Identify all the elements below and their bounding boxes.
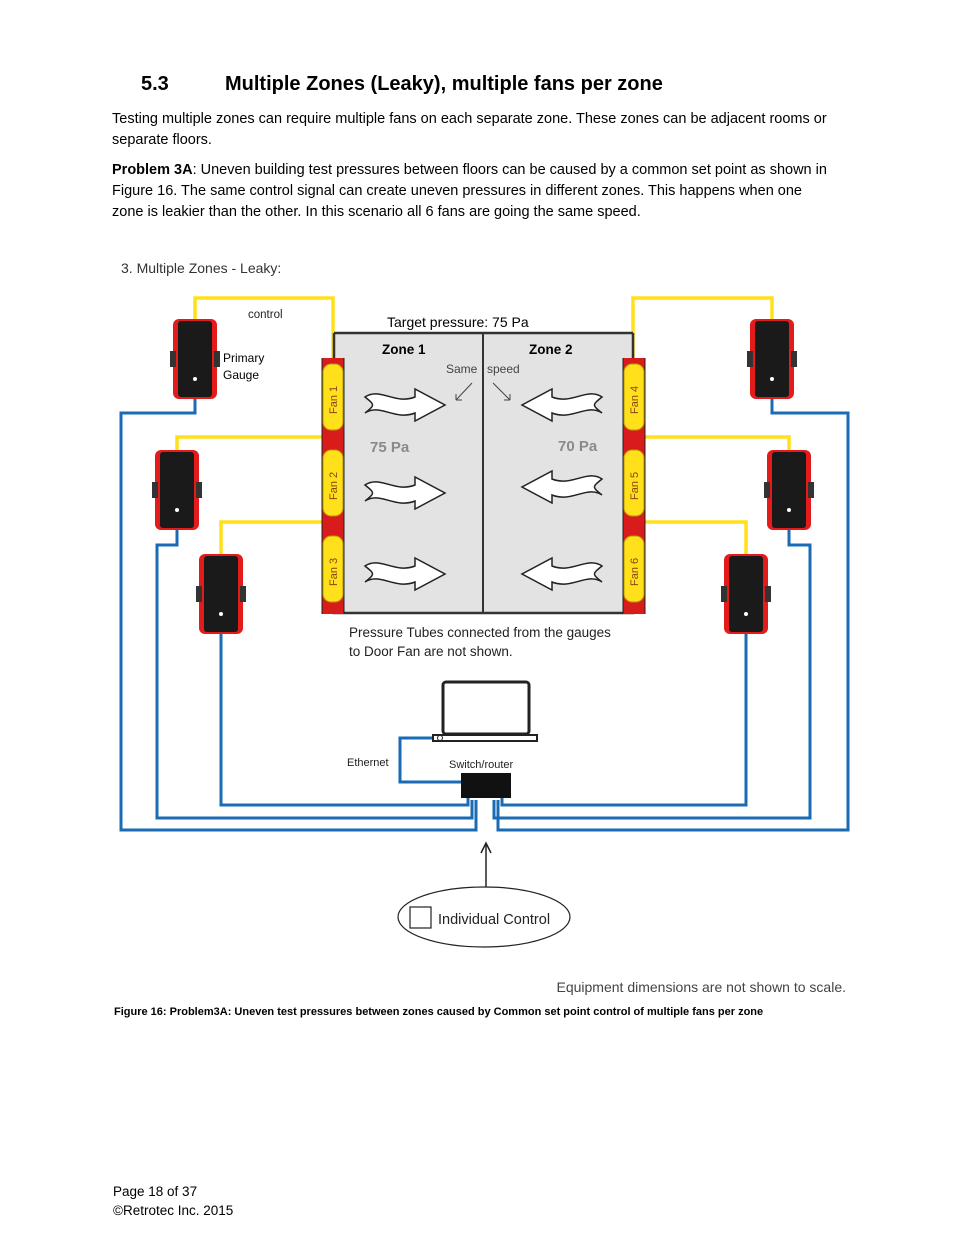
gauge-icon	[721, 554, 771, 634]
ethernet-label: Ethernet	[347, 757, 389, 769]
control-label: control	[248, 309, 283, 321]
section-title: Multiple Zones (Leaky), multiple fans pe…	[225, 73, 663, 95]
zone-2-label: Zone 2	[529, 342, 573, 357]
fan-2-label: Fan 2	[328, 472, 340, 500]
primary-gauge-label-2: Gauge	[223, 368, 259, 382]
gauge-icon	[196, 554, 246, 634]
control-wires	[175, 296, 791, 556]
page-footer: Page 18 of 37 ©Retrotec Inc. 2015	[113, 1182, 233, 1220]
individual-control-label: Individual Control	[438, 912, 550, 928]
figure-16-diagram: 3. Multiple Zones - Leaky: Target pressu…	[119, 260, 850, 995]
switch-router-icon	[461, 773, 511, 798]
problem-paragraph: Problem 3A: Uneven building test pressur…	[112, 160, 837, 223]
zone-1-label: Zone 1	[382, 342, 426, 357]
fan-4: Fan 4	[623, 363, 645, 431]
speed-label: speed	[487, 362, 520, 376]
fan-1: Fan 1	[322, 363, 344, 431]
page-number: Page 18 of 37	[113, 1184, 198, 1199]
primary-gauge-label-1: Primary	[223, 351, 264, 365]
copyright: ©Retrotec Inc. 2015	[113, 1203, 234, 1218]
fan-2: Fan 2	[322, 449, 344, 517]
fan-3: Fan 3	[322, 535, 344, 603]
fan-6: Fan 6	[623, 535, 645, 603]
gauge-icon	[170, 319, 220, 399]
problem-text: : Uneven building test pressures between…	[112, 162, 827, 220]
tubes-note-line-2: to Door Fan are not shown.	[349, 644, 513, 659]
target-pressure: Target pressure: 75 Pa	[387, 314, 529, 330]
scale-note: Equipment dimensions are not shown to sc…	[557, 979, 847, 995]
switch-label: Switch/router	[449, 759, 514, 771]
fan-6-label: Fan 6	[629, 558, 641, 586]
gauge-icon	[764, 450, 814, 530]
tubes-note-line-1: Pressure Tubes connected from the gauges	[349, 625, 611, 640]
same-label: Same	[446, 362, 478, 376]
fan-1-label: Fan 1	[328, 386, 340, 414]
gauge-icon	[747, 319, 797, 399]
individual-control-bubble	[397, 886, 571, 948]
fan-5-label: Fan 5	[629, 472, 641, 500]
fan-3-label: Fan 3	[328, 558, 340, 586]
fan-5: Fan 5	[623, 449, 645, 517]
intro-paragraph: Testing multiple zones can require multi…	[112, 111, 827, 148]
problem-label: Problem 3A	[112, 162, 193, 178]
zone-2-pressure: 70 Pa	[558, 438, 598, 455]
ethernet-wires	[119, 398, 850, 832]
figure-caption: Figure 16: Problem3A: Uneven test pressu…	[114, 1006, 764, 1018]
section-number: 5.3	[141, 73, 169, 95]
checkbox-icon	[409, 906, 432, 929]
zone-1-pressure: 75 Pa	[370, 439, 410, 456]
section-heading: 5.3 Multiple Zones (Leaky), multiple fans…	[141, 73, 663, 96]
laptop-icon	[432, 680, 538, 742]
gauge-icon	[152, 450, 202, 530]
fan-4-label: Fan 4	[629, 386, 641, 414]
figure-title: 3. Multiple Zones - Leaky:	[121, 260, 281, 276]
